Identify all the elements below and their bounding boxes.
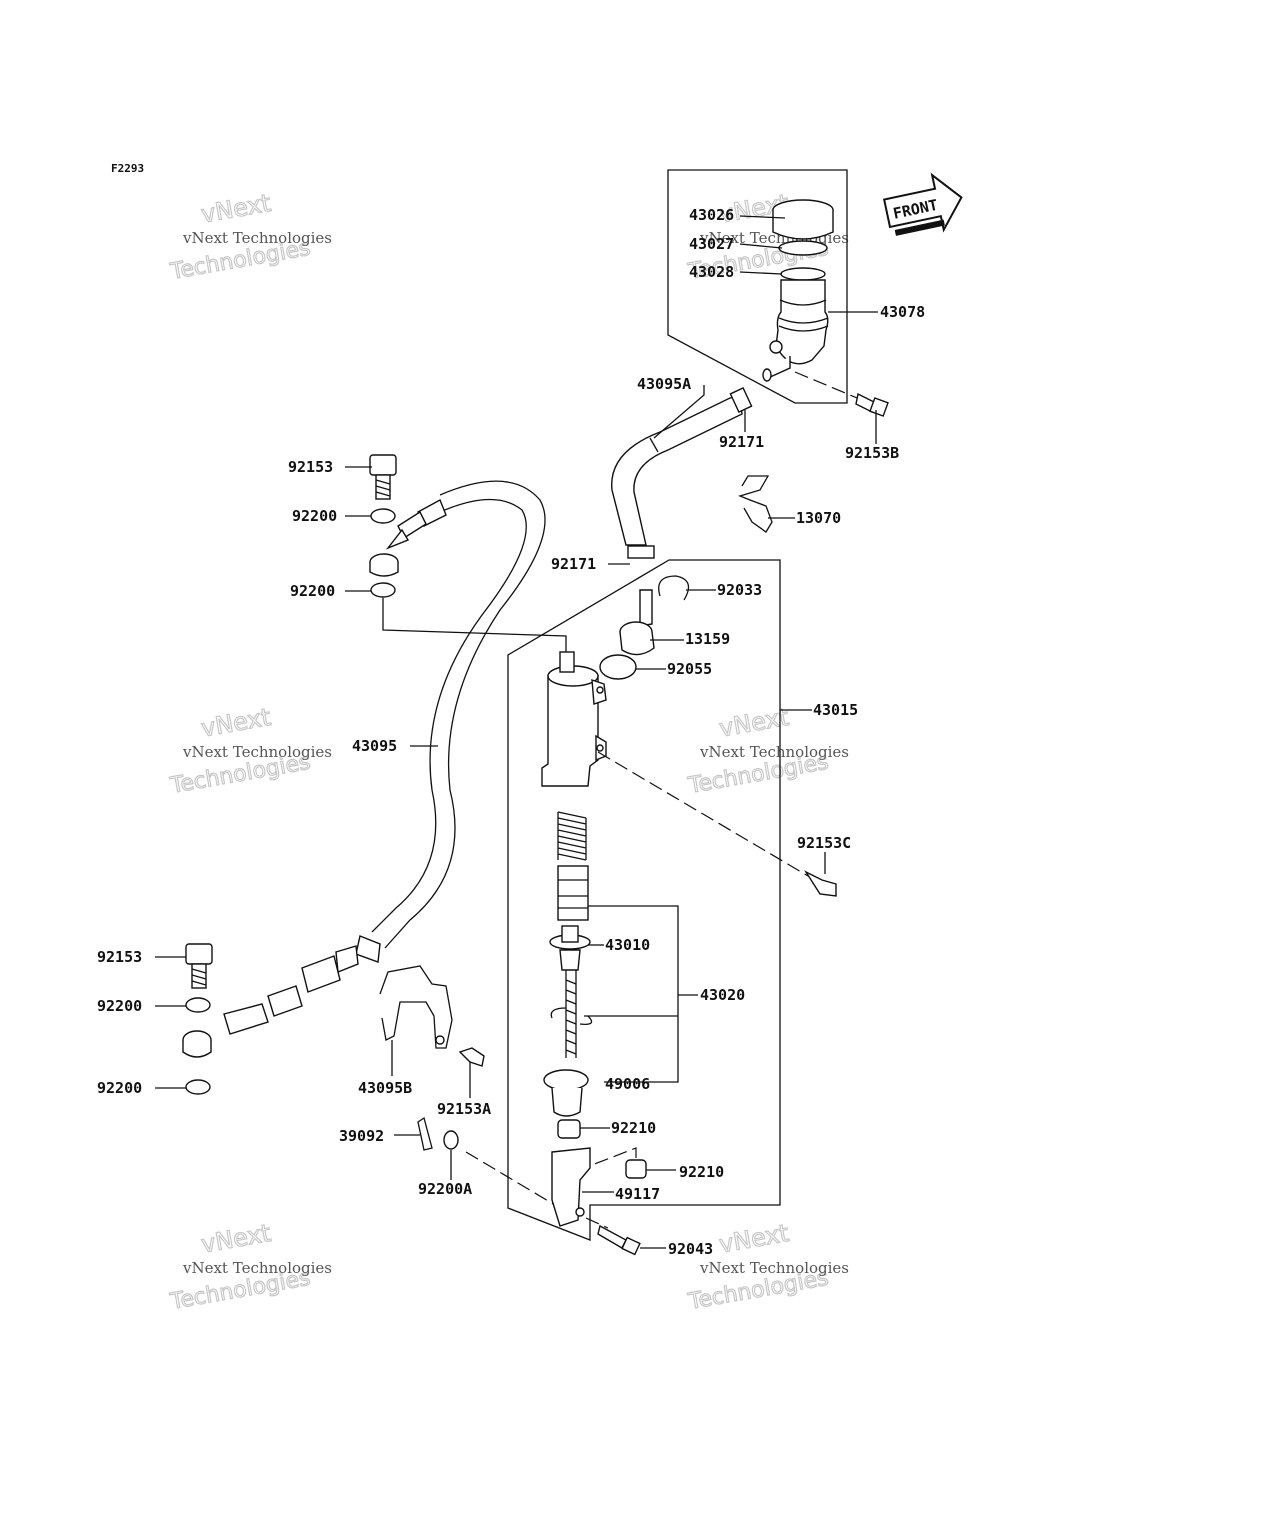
master-cylinder-body-icon bbox=[541, 651, 607, 787]
part-label-49006: 49006 bbox=[605, 1075, 650, 1093]
watermark-vnext: vNext bbox=[199, 703, 273, 743]
part-labels: 43026 43027 43028 43078 43095A 92171 921… bbox=[97, 206, 925, 1258]
leader-lines bbox=[155, 215, 878, 1249]
part-label-92153C: 92153C bbox=[797, 834, 851, 852]
part-label-92153B: 92153B bbox=[845, 444, 899, 462]
part-label-92153: 92153 bbox=[288, 458, 333, 476]
part-label-43027: 43027 bbox=[689, 235, 734, 253]
part-label-43020: 43020 bbox=[700, 986, 745, 1004]
diagram-code: F2293 bbox=[111, 162, 144, 175]
watermark-vnext: vNext bbox=[199, 189, 273, 229]
part-label-92153A: 92153A bbox=[437, 1100, 491, 1118]
watermark-text: vNext Technologies bbox=[182, 1259, 332, 1277]
part-label-43095B: 43095B bbox=[358, 1079, 412, 1097]
clip-13070-icon bbox=[738, 475, 773, 533]
part-label-13159: 13159 bbox=[685, 630, 730, 648]
part-label-13070: 13070 bbox=[796, 509, 841, 527]
bolt-92153C-icon bbox=[804, 870, 837, 897]
part-label-43078: 43078 bbox=[880, 303, 925, 321]
washer-icon bbox=[370, 582, 396, 598]
hose-clamp-icon bbox=[379, 965, 453, 1049]
part-label-92055: 92055 bbox=[667, 660, 712, 678]
elbow-fitting-icon bbox=[619, 589, 655, 656]
master-cylinder-frame bbox=[507, 559, 781, 1241]
bolt-92153B-icon bbox=[794, 371, 889, 417]
banjo-bolt-top-icon bbox=[369, 454, 397, 500]
front-arrow-icon: FRONT bbox=[882, 172, 963, 236]
part-label-92043: 92043 bbox=[668, 1240, 713, 1258]
part-label-92171: 92171 bbox=[551, 555, 596, 573]
watermark-text: vNext Technologies bbox=[182, 229, 332, 247]
part-label-43010: 43010 bbox=[605, 936, 650, 954]
banjo-bolt-bottom-icon bbox=[185, 943, 213, 989]
washer-92200A-icon bbox=[443, 1130, 459, 1150]
part-label-92210: 92210 bbox=[611, 1119, 656, 1137]
part-label-92210: 92210 bbox=[679, 1163, 724, 1181]
bolt-92153A-icon bbox=[458, 1047, 485, 1067]
part-label-92200: 92200 bbox=[97, 997, 142, 1015]
watermark-vnext: vNext bbox=[717, 1219, 791, 1259]
watermark-text: vNext Technologies bbox=[182, 743, 332, 761]
nut-icon bbox=[557, 1119, 581, 1139]
clevis-icon bbox=[551, 1147, 591, 1227]
part-label-92200: 92200 bbox=[290, 582, 335, 600]
part-label-43015: 43015 bbox=[813, 701, 858, 719]
reservoir-hose-icon bbox=[611, 387, 753, 559]
reservoir-group bbox=[667, 169, 848, 404]
part-label-92200: 92200 bbox=[292, 507, 337, 525]
part-label-43028: 43028 bbox=[689, 263, 734, 281]
part-label-43095A: 43095A bbox=[637, 375, 691, 393]
part-label-92171: 92171 bbox=[719, 433, 764, 451]
pin-icon bbox=[585, 1217, 641, 1256]
watermark-text: vNext Technologies bbox=[699, 743, 849, 761]
washer-icon bbox=[370, 508, 396, 524]
piston-assembly-icon bbox=[549, 865, 593, 1058]
washer-icon bbox=[185, 1079, 211, 1095]
part-label-43095: 43095 bbox=[352, 737, 397, 755]
watermark-text: vNext Technologies bbox=[699, 1259, 849, 1277]
part-label-49117: 49117 bbox=[615, 1185, 660, 1203]
spring-icon bbox=[557, 811, 587, 861]
nut-icon bbox=[625, 1159, 647, 1179]
circlip-icon bbox=[658, 575, 690, 601]
part-label-92033: 92033 bbox=[717, 581, 762, 599]
boot-icon bbox=[543, 1069, 589, 1117]
cotter-pin-icon bbox=[417, 1116, 433, 1151]
watermark-group: vNext Technologies vNext Technologies vN… bbox=[167, 188, 849, 1315]
part-label-43026: 43026 bbox=[689, 206, 734, 224]
part-label-39092: 39092 bbox=[339, 1127, 384, 1145]
part-label-92200A: 92200A bbox=[418, 1180, 472, 1198]
watermark-vnext: vNext bbox=[199, 1219, 273, 1259]
o-ring-icon bbox=[599, 654, 637, 680]
part-label-92153: 92153 bbox=[97, 948, 142, 966]
part-label-92200: 92200 bbox=[97, 1079, 142, 1097]
washer-icon bbox=[185, 997, 211, 1013]
